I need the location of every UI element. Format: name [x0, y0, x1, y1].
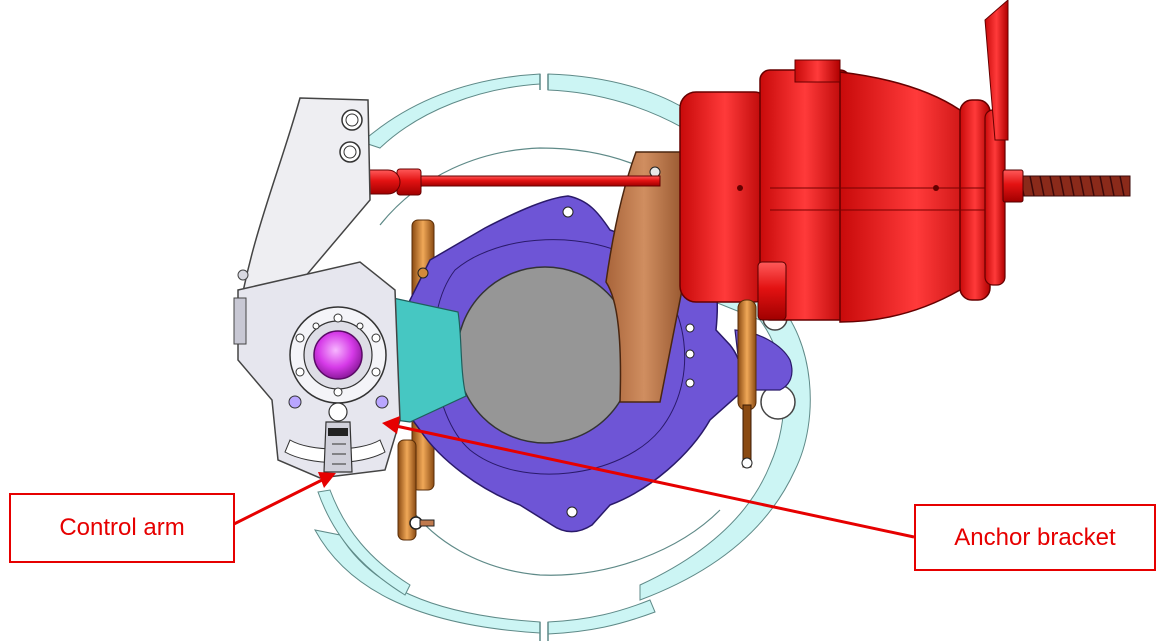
control-arm-arrowhead	[318, 472, 336, 488]
push-rod	[329, 168, 661, 196]
dust-shield-lower-left-lip	[317, 489, 411, 596]
anchor-bracket-leader	[395, 424, 915, 539]
dust-shield-bottom-right	[547, 599, 656, 635]
callout-control-arm-label: Control arm	[59, 514, 185, 541]
callout-anchor-bracket: Anchor bracket	[914, 504, 1156, 571]
chamber-bracket	[605, 151, 683, 403]
axle	[456, 266, 634, 444]
brake-chamber	[679, 0, 1131, 323]
small-bolt	[409, 516, 435, 530]
slack-adjuster	[233, 97, 401, 479]
anchor-bracket-arrowhead	[382, 416, 400, 434]
brass-pin	[737, 299, 757, 469]
callout-anchor-bracket-label: Anchor bracket	[954, 523, 1116, 551]
dust-shield-right	[639, 299, 811, 601]
cam-block	[392, 297, 467, 423]
dust-shield-upper-right	[547, 73, 691, 133]
callout-arrows	[221, 416, 915, 539]
control-arm-leader	[221, 478, 323, 532]
dust-shield-upper-left	[361, 73, 541, 149]
callout-control-arm: Control arm	[9, 493, 235, 563]
dust-shield-inner-arc-lower	[404, 499, 721, 576]
spline-hub	[313, 330, 363, 380]
